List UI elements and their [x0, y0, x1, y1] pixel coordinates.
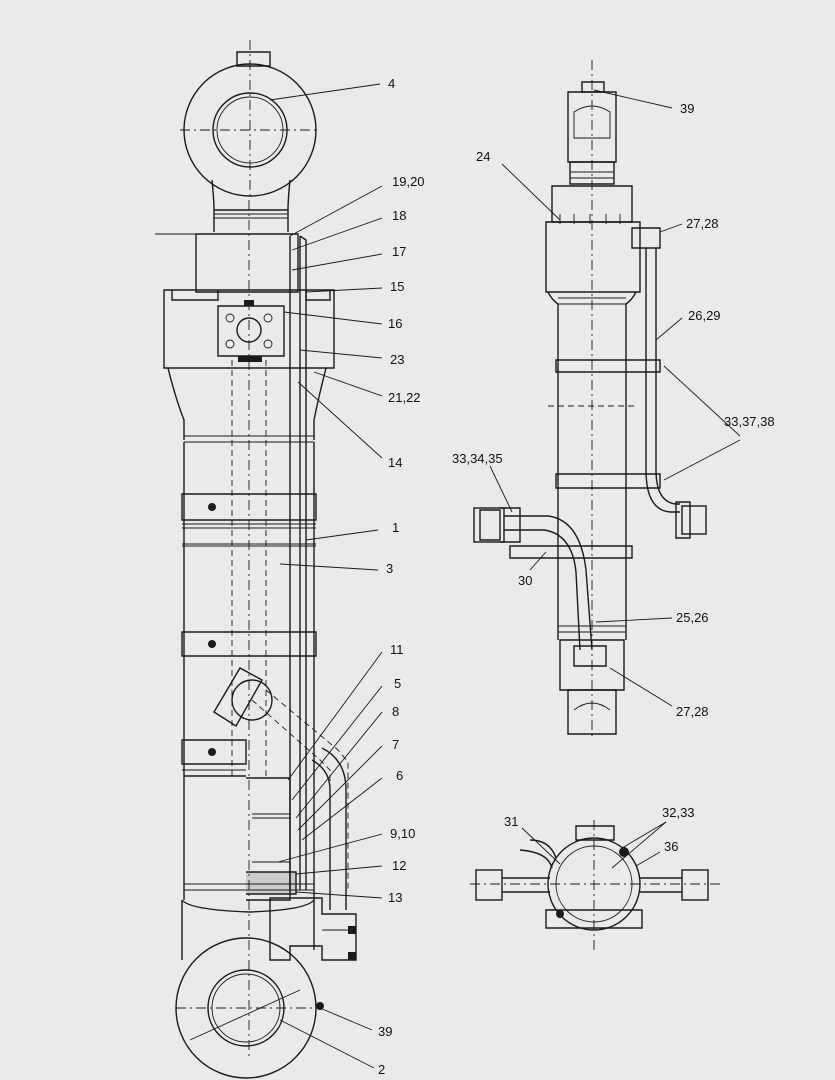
callout-14: 14 [388, 455, 402, 470]
callout-8: 8 [392, 704, 399, 719]
callout-30: 30 [518, 573, 532, 588]
callout-15: 15 [390, 279, 404, 294]
callout-labels: 4 19,20 18 17 15 16 23 21,22 14 1 3 11 5… [378, 76, 775, 1077]
callout-26-29: 26,29 [688, 308, 721, 323]
callout-31: 31 [504, 814, 518, 829]
main-cylinder-view [155, 40, 357, 1079]
callout-27-28-top: 27,28 [686, 216, 719, 231]
rod-eye-lug [236, 51, 271, 67]
callout-6: 6 [396, 768, 403, 783]
callout-33-37-38: 33,37,38 [724, 414, 775, 429]
callout-33-34-35: 33,34,35 [452, 451, 503, 466]
callout-13: 13 [388, 890, 402, 905]
leader-lines-right-bottom [521, 821, 667, 869]
leader-lines-right-top [489, 89, 741, 707]
end-section-view [470, 820, 720, 950]
callout-7: 7 [392, 737, 399, 752]
callout-2: 2 [378, 1062, 385, 1077]
callout-24: 24 [476, 149, 490, 164]
callout-12: 12 [392, 858, 406, 873]
callout-27-28-bottom: 27,28 [676, 704, 709, 719]
callout-21-22: 21,22 [388, 390, 421, 405]
callout-36: 36 [664, 839, 678, 854]
callout-1: 1 [392, 520, 399, 535]
callout-9-10: 9,10 [390, 826, 415, 841]
callout-5: 5 [394, 676, 401, 691]
callout-25-26: 25,26 [676, 610, 709, 625]
callout-16: 16 [388, 316, 402, 331]
callout-39-top: 39 [680, 101, 694, 116]
callout-18: 18 [392, 208, 406, 223]
elbow-flange [213, 667, 263, 727]
side-elevation-view [473, 60, 707, 740]
port-block [217, 305, 285, 357]
callout-23: 23 [390, 352, 404, 367]
clamps [181, 493, 317, 771]
callout-17: 17 [392, 244, 406, 259]
cylinder-barrel [183, 442, 315, 900]
callout-19-20: 19,20 [392, 174, 425, 189]
callout-39-bottom: 39 [378, 1024, 392, 1039]
leader-lines-left [269, 83, 383, 1069]
callout-11: 11 [390, 642, 404, 657]
callout-4: 4 [388, 76, 395, 91]
callout-32-33: 32,33 [662, 805, 695, 820]
callout-3: 3 [386, 561, 393, 576]
